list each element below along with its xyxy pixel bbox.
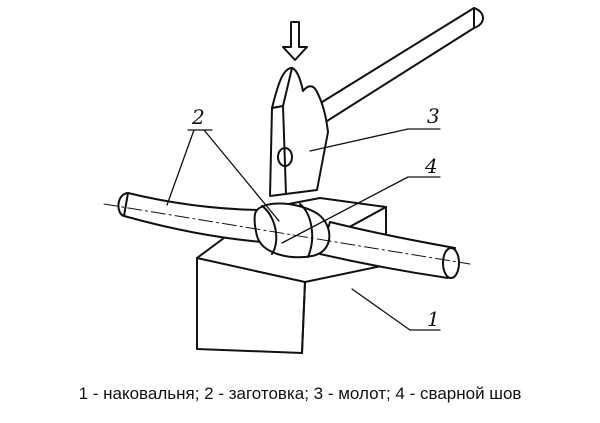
leader-line-2a xyxy=(166,129,195,206)
axis-line xyxy=(103,203,471,265)
force-arrow-icon xyxy=(282,21,308,61)
callout-2: 2 xyxy=(191,105,205,129)
leader-line-2b xyxy=(203,129,280,222)
leader-line-4 xyxy=(281,176,441,244)
leader-line-3 xyxy=(309,128,441,152)
hammer xyxy=(269,7,484,197)
callout-1: 1 xyxy=(427,307,440,331)
leader-line-1 xyxy=(351,288,441,331)
callout-3: 3 xyxy=(427,104,440,128)
workpiece-bar xyxy=(117,192,460,279)
callout-4: 4 xyxy=(424,154,438,178)
figure-caption: 1 - наковальня; 2 - заготовка; 3 - молот… xyxy=(78,384,522,403)
